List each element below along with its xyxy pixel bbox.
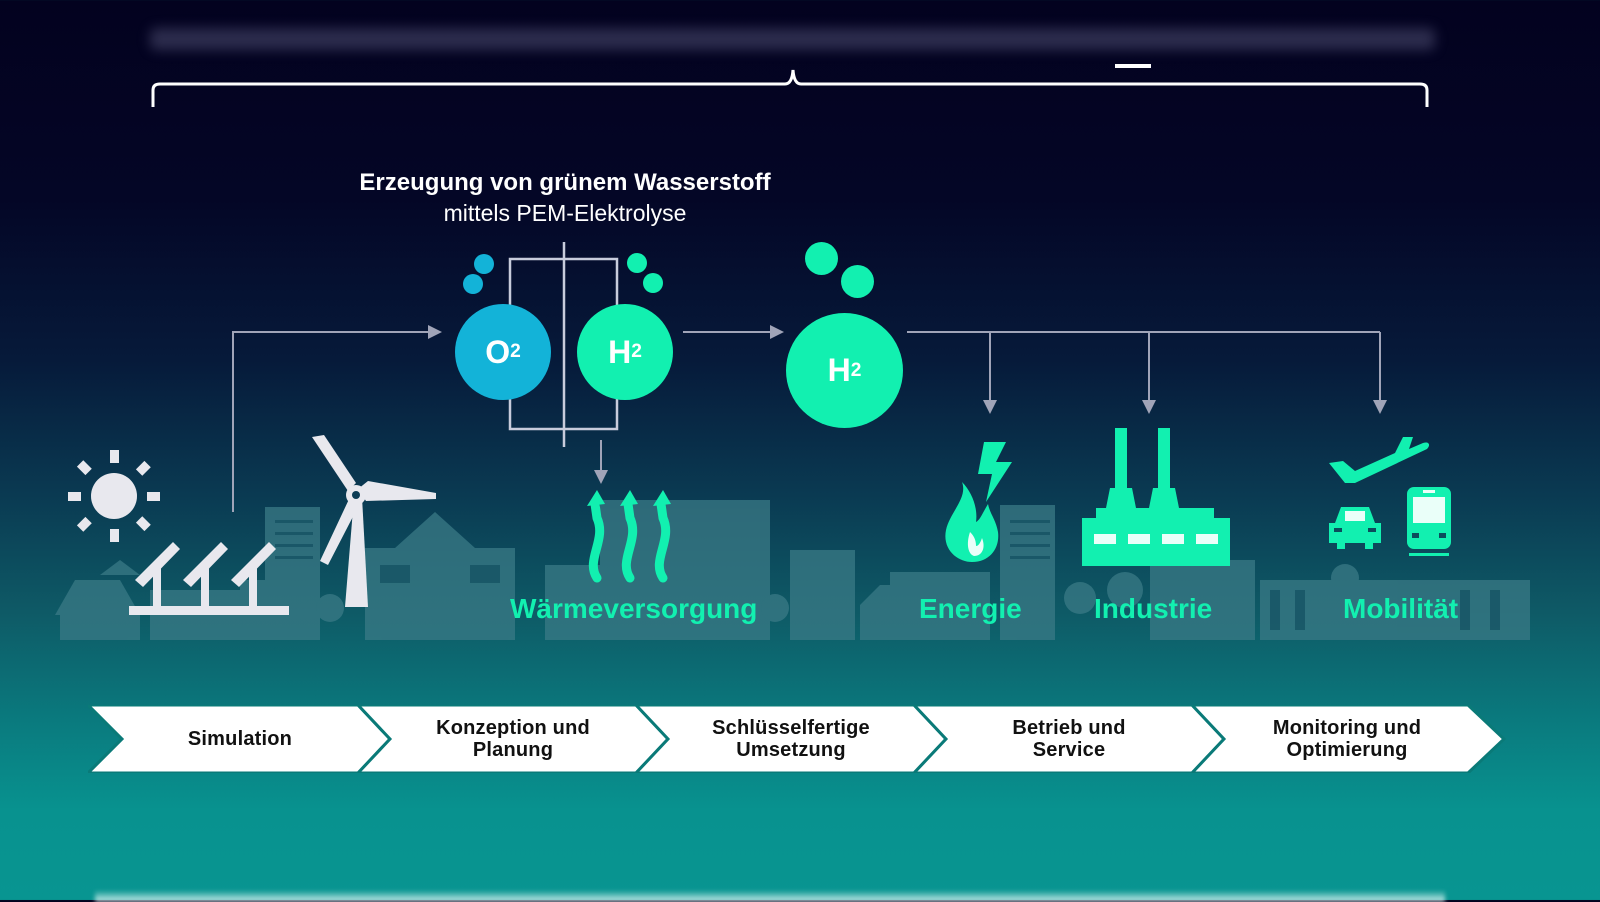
plane-car-train-icon — [1329, 437, 1451, 556]
hydrogen-bubble-icon — [627, 253, 647, 273]
sun-icon — [68, 450, 160, 542]
city-skyline — [55, 500, 1530, 640]
factory-icon — [1082, 428, 1230, 566]
hydrogen-bubble-icon — [643, 273, 663, 293]
oxygen-bubble-icon — [463, 274, 483, 294]
application-label-waermeversorgung: Wärmeversorgung — [510, 593, 758, 624]
application-label-industrie: Industrie — [1094, 593, 1213, 624]
chevron-shapes — [88, 705, 1507, 773]
diagram-title: Erzeugung von grünem Wasserstoff mittels… — [300, 168, 830, 228]
hydrogen-bubble-icon — [841, 265, 874, 298]
solar-panel-icon — [129, 542, 289, 615]
wind-turbine-icon — [312, 435, 436, 607]
title-main: Erzeugung von grünem Wasserstoff — [359, 169, 771, 196]
oxygen-bubble-icon — [474, 254, 494, 274]
title-sub: mittels PEM-Elektrolyse — [443, 200, 687, 226]
flame-lightning-icon — [945, 442, 1012, 562]
heat-waves-icon — [587, 490, 671, 583]
blurred-header-bar — [150, 28, 1435, 50]
bracket-decoration — [151, 64, 1429, 107]
process-step-simulation[interactable]: Simulation — [187, 728, 293, 750]
application-label-energie: Energie — [919, 593, 1022, 624]
blurred-bottom-bar — [95, 890, 1445, 902]
hydrogen-bubble-icon — [805, 242, 838, 275]
application-label-mobilitaet: Mobilität — [1343, 593, 1459, 624]
